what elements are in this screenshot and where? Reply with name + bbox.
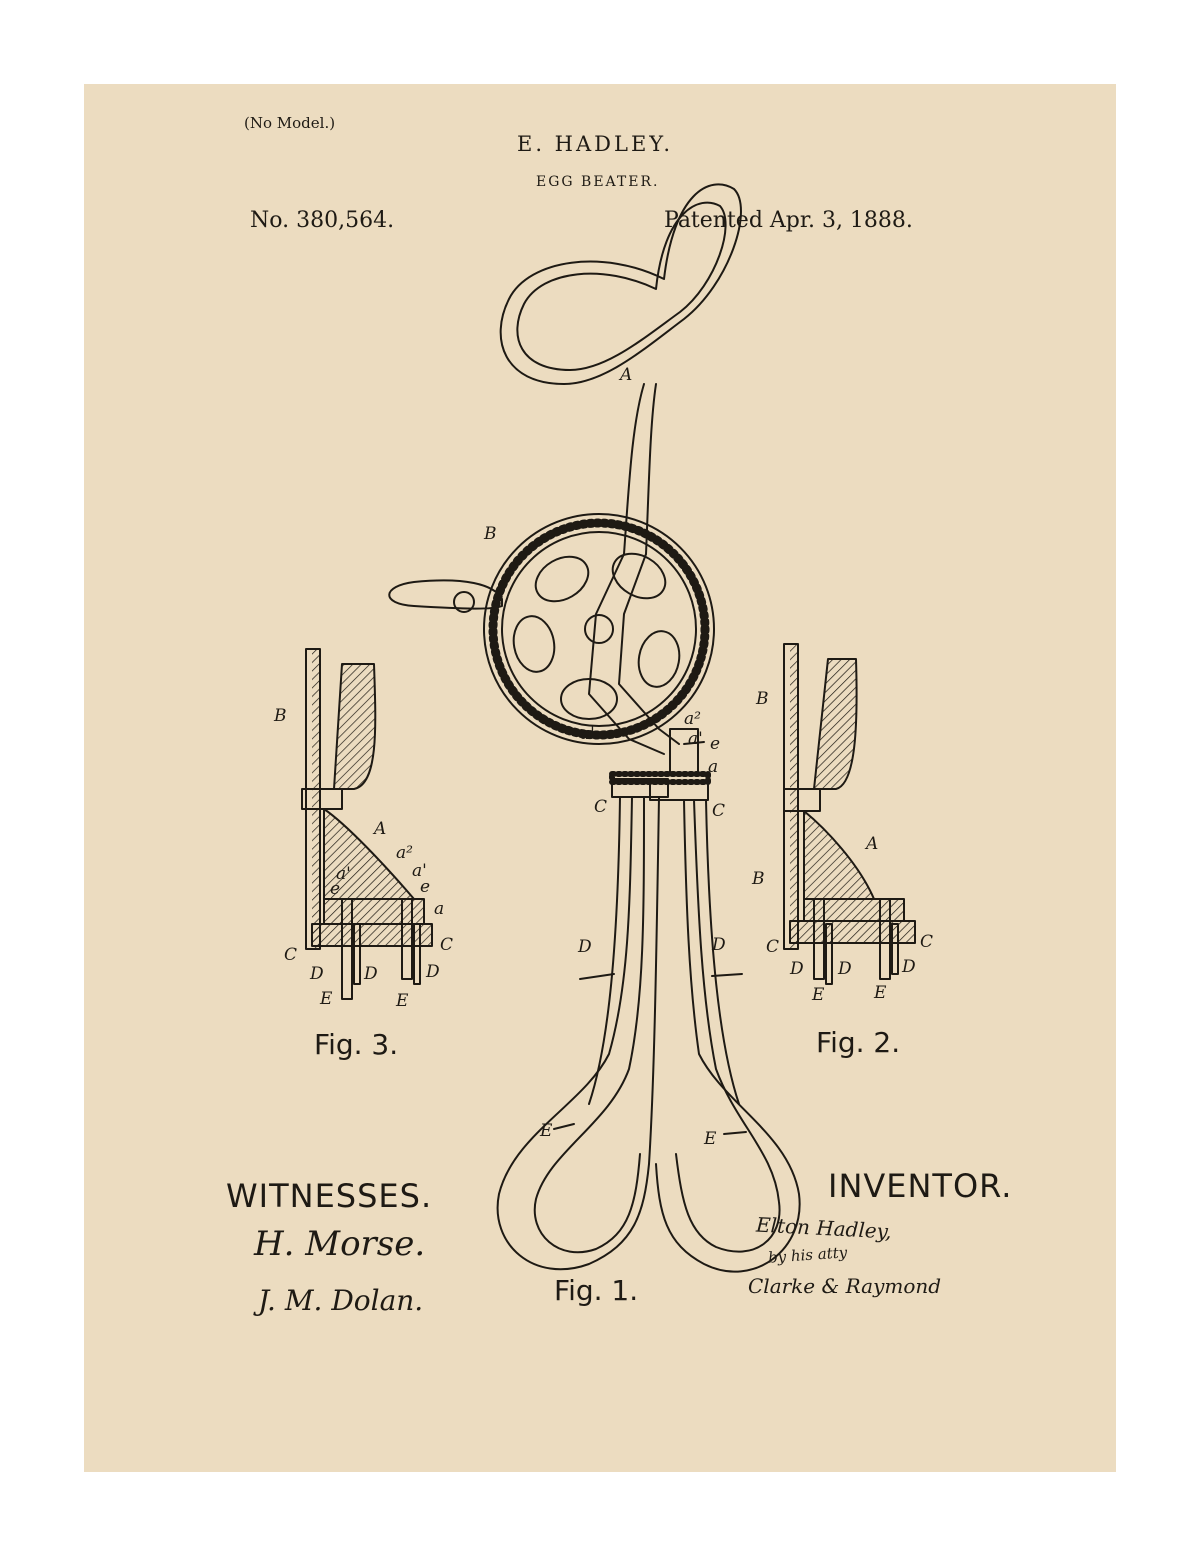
label-fig2-D-1: D [789, 959, 804, 979]
inventor-name: E. HADLEY. [517, 132, 674, 156]
label-fig2-E-1: E [811, 985, 825, 1005]
label-fig1-a-prime-2: a' [688, 729, 703, 749]
label-fig3-a: a [434, 899, 444, 919]
label-fig1-E-right: E [703, 1129, 717, 1149]
fig3-caption: Fig. 3. [314, 1028, 399, 1061]
label-fig2-C-left: C [766, 937, 779, 957]
witnesses-heading: WITNESSES. [226, 1177, 433, 1215]
label-fig1-a: a [708, 757, 718, 777]
witness-signature-1: H. Morse. [254, 1224, 426, 1264]
invention-title: EGG BEATER. [536, 174, 660, 190]
label-fig2-B-top: B [755, 689, 769, 709]
fig2-caption: Fig. 2. [816, 1026, 901, 1059]
label-fig2-A: A [864, 834, 878, 854]
label-fig3-C-left: C [284, 945, 297, 965]
drawing-labels: A B a' a² a' e a C C D D E E B A a² a' a… [273, 365, 933, 1149]
patent-number: No. 380,564. [250, 208, 395, 233]
inventor-signature-line-3: Clarke & Raymond [748, 1274, 942, 1298]
label-fig1-a-prime: a' [580, 724, 595, 744]
inventor-heading: INVENTOR. [828, 1167, 1013, 1205]
label-fig3-a-two: a² [396, 843, 413, 863]
label-fig1-A: A [618, 365, 632, 385]
fig2-drawing [783, 643, 916, 985]
patent-sheet: (No Model.) E. HADLEY. EGG BEATER. No. 3… [84, 84, 1116, 1472]
label-fig3-A: A [372, 819, 386, 839]
label-fig2-C-right: C [920, 932, 933, 952]
fig1-caption: Fig. 1. [554, 1274, 639, 1307]
label-fig3-e-right: e [420, 877, 430, 897]
label-fig3-B: B [273, 706, 287, 726]
label-fig3-a-prime-left: a' [336, 864, 351, 884]
patent-drawing: A B a' a² a' e a C C D D E E B A a² a' a… [273, 183, 933, 1273]
label-fig2-D-3: D [901, 957, 916, 977]
label-fig3-D-2: D [363, 964, 378, 984]
label-fig1-D-left: D [577, 937, 592, 957]
label-fig2-E-2: E [873, 983, 887, 1003]
label-fig1-D-right: D [711, 935, 726, 955]
label-fig3-E-2: E [395, 991, 409, 1011]
patent-date: Patented Apr. 3, 1888. [664, 208, 913, 233]
witness-signature-2: J. M. Dolan. [258, 1284, 424, 1317]
label-fig1-C-right: C [712, 801, 725, 821]
fig3-drawing [301, 648, 433, 1000]
label-fig1-E-left: E [539, 1121, 553, 1141]
no-model-note: (No Model.) [244, 114, 336, 132]
label-fig1-B: B [483, 524, 497, 544]
label-fig3-D-1: D [309, 964, 324, 984]
label-fig1-a-two: a² [684, 709, 701, 729]
label-fig1-e: e [710, 734, 720, 754]
label-fig3-C-right: C [440, 935, 453, 955]
label-fig1-C-left: C [594, 797, 607, 817]
label-fig3-e-left: e [330, 879, 340, 899]
label-fig2-B-bottom: B [751, 869, 765, 889]
label-fig3-E-1: E [319, 989, 333, 1009]
fig1-drawing [388, 183, 801, 1273]
label-fig2-D-2: D [837, 959, 852, 979]
label-fig3-a-prime-right: a' [412, 861, 427, 881]
label-fig3-D-3: D [425, 962, 440, 982]
